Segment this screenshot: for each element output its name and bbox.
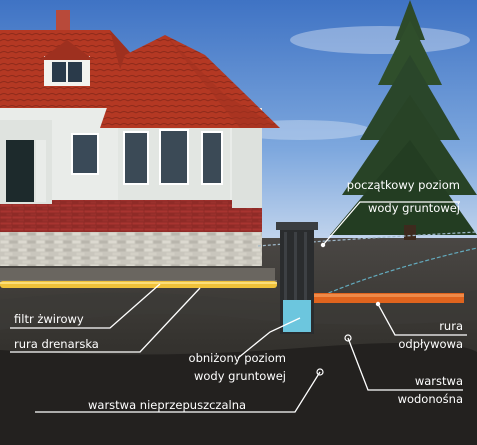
label-impermeable-layer: warstwa nieprzepuszczalna [88, 398, 246, 412]
outflow-pipe [314, 293, 464, 303]
label-drain-pipe: rura drenarska [14, 337, 99, 351]
lowered-water-level-line [311, 247, 477, 301]
label-aquifer-2: wodonośna [398, 392, 463, 406]
label-outflow-pipe-2: odpływowa [398, 337, 463, 351]
leader-aquifer [347, 337, 463, 391]
spruce-tree [330, 0, 477, 240]
well-water [283, 300, 311, 332]
label-initial-level-1: początkowy poziom [347, 178, 460, 192]
leader-drain-pipe [10, 287, 201, 353]
leader-initial-level [322, 201, 460, 246]
label-lowered-level-1: obniżony poziom [189, 351, 286, 365]
leader-impermeable [35, 371, 321, 413]
label-initial-level-2: wody gruntowej [368, 201, 460, 215]
label-lowered-level-2: wody gruntowej [194, 369, 286, 383]
leader-gravel-filter [10, 283, 161, 329]
house [0, 10, 280, 266]
impermeable-layer-area [0, 342, 477, 445]
leader-lowered-level [237, 317, 301, 359]
label-outflow-pipe-1: rura [439, 319, 463, 333]
label-aquifer-1: warstwa [415, 374, 463, 388]
well-shaft [276, 222, 318, 334]
leader-outflow-pipe [377, 303, 467, 336]
label-gravel-filter: filtr żwirowy [14, 312, 84, 326]
